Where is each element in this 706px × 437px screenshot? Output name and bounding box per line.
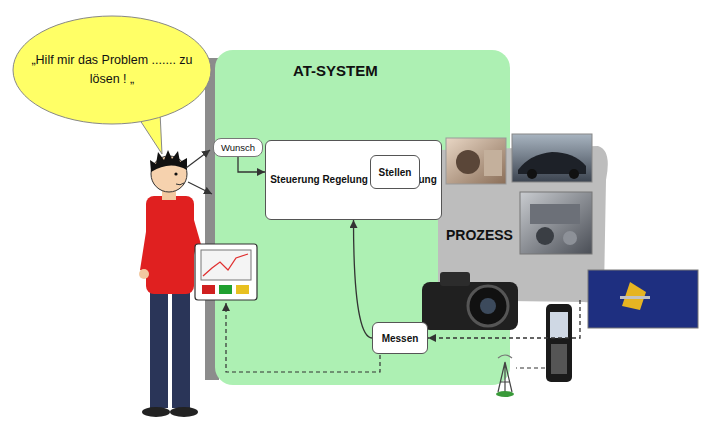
bubble-ellipse [13,16,211,124]
interior-photo [446,138,506,184]
actuator-box: Stellen [370,155,420,189]
node-text: Stellen [379,167,412,178]
phone-photo [546,304,572,382]
satellite-photo [588,270,698,328]
wish-arrow [186,150,210,168]
connector-arrow [238,157,265,172]
connector-arrow [354,220,373,338]
node-text: Wunsch [221,142,255,153]
node-text: AT-SYSTEM [293,62,378,79]
display-device [195,244,257,300]
car-photo [512,134,592,182]
node-text: Messen [382,333,419,344]
radio-link [516,367,545,368]
display-feed [226,303,380,372]
connector-arrow [428,300,580,338]
node-text: „Hilf mir das Problem ....... zu lösen !… [28,51,196,89]
process-ground [438,146,608,302]
wish-box: Wunsch [213,138,263,157]
process-region: PROZESS [440,150,600,300]
camera-photo [422,272,518,330]
antenna-symbol [496,355,514,397]
bubble-outline [12,15,212,125]
goal-arrow [188,182,212,194]
sensor-box: Messen [372,322,428,354]
node-text: PROZESS [446,227,513,243]
engine-photo [520,192,592,254]
speech-bubble: „Hilf mir das Problem ....... zu lösen !… [12,15,212,125]
system-region: AT-SYSTEMSteuerung Regelung ÜberwachungS… [215,50,510,385]
